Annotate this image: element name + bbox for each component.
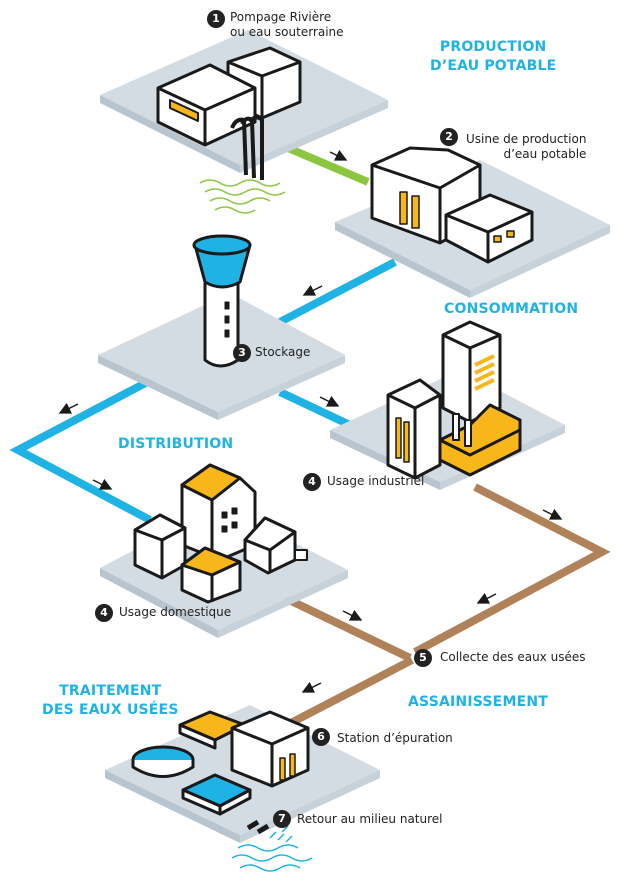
step-6-badge: 6 bbox=[312, 728, 330, 746]
pipe-plant-to-tower bbox=[278, 258, 397, 326]
stage-title-distribution: DISTRIBUTION bbox=[118, 436, 234, 452]
stage-title-production: PRODUCTION D’EAU POTABLE bbox=[430, 38, 556, 76]
treatment-station-illustration bbox=[131, 710, 310, 816]
step-1-badge: 1 bbox=[207, 10, 225, 28]
step-5-label: Collecte des eaux usées bbox=[440, 650, 586, 664]
step-5-badge: 5 bbox=[414, 649, 432, 667]
step-4-industrial-badge: 4 bbox=[303, 473, 321, 491]
pumping-station-illustration bbox=[156, 46, 302, 180]
pipes bbox=[9, 144, 611, 744]
step-4-industrial-label: Usage industriel bbox=[327, 474, 425, 488]
stage-title-production-line-2: D’EAU POTABLE bbox=[430, 58, 557, 74]
industry-illustration bbox=[386, 320, 522, 480]
water-plant-illustration bbox=[370, 146, 534, 264]
step-4-domestic-label: Usage domestique bbox=[119, 605, 232, 619]
stage-title-traitement-line-1: TRAITEMENT bbox=[59, 683, 162, 699]
water-tower-illustration bbox=[192, 234, 252, 368]
water-waves-icon bbox=[199, 179, 286, 214]
step-3-label: Stockage bbox=[255, 345, 311, 359]
stage-title-assainissement: ASSAINISSEMENT bbox=[408, 694, 549, 710]
raw-water-pipe bbox=[286, 144, 370, 186]
water-spray-icon bbox=[231, 819, 313, 872]
step-1-label-line-2: ou eau souterraine bbox=[230, 25, 344, 39]
step-2-label-line-1: Usine de production bbox=[466, 132, 587, 146]
step-7-badge: 7 bbox=[273, 810, 291, 828]
sewer-homes bbox=[283, 594, 412, 662]
stage-title-traitement-line-2: DES EAUX USÉES bbox=[42, 702, 179, 718]
step-2-label: Usine de production d’eau potable bbox=[466, 132, 586, 162]
step-4-domestic-badge: 4 bbox=[95, 604, 113, 622]
houses-illustration bbox=[133, 463, 308, 604]
step-7-label: Retour au milieu naturel bbox=[297, 812, 443, 826]
step-1-label: Pompage Rivière ou eau souterraine bbox=[230, 10, 344, 40]
pipe-tower-to-homes bbox=[9, 374, 157, 524]
pipe-tower-to-industry bbox=[278, 388, 354, 430]
arrow-icon bbox=[58, 149, 563, 693]
sewer-industry bbox=[413, 483, 611, 656]
step-2-label-line-2: d’eau potable bbox=[503, 147, 587, 161]
stage-title-production-line-1: PRODUCTION bbox=[439, 39, 547, 55]
step-2-badge: 2 bbox=[440, 128, 458, 146]
stage-title-traitement: TRAITEMENT DES EAUX USÉES bbox=[42, 682, 179, 720]
stage-title-consommation: CONSOMMATION bbox=[444, 301, 579, 317]
step-6-label: Station d’épuration bbox=[337, 731, 453, 745]
step-3-badge: 3 bbox=[233, 344, 251, 362]
step-1-label-line-1: Pompage Rivière bbox=[230, 10, 332, 24]
